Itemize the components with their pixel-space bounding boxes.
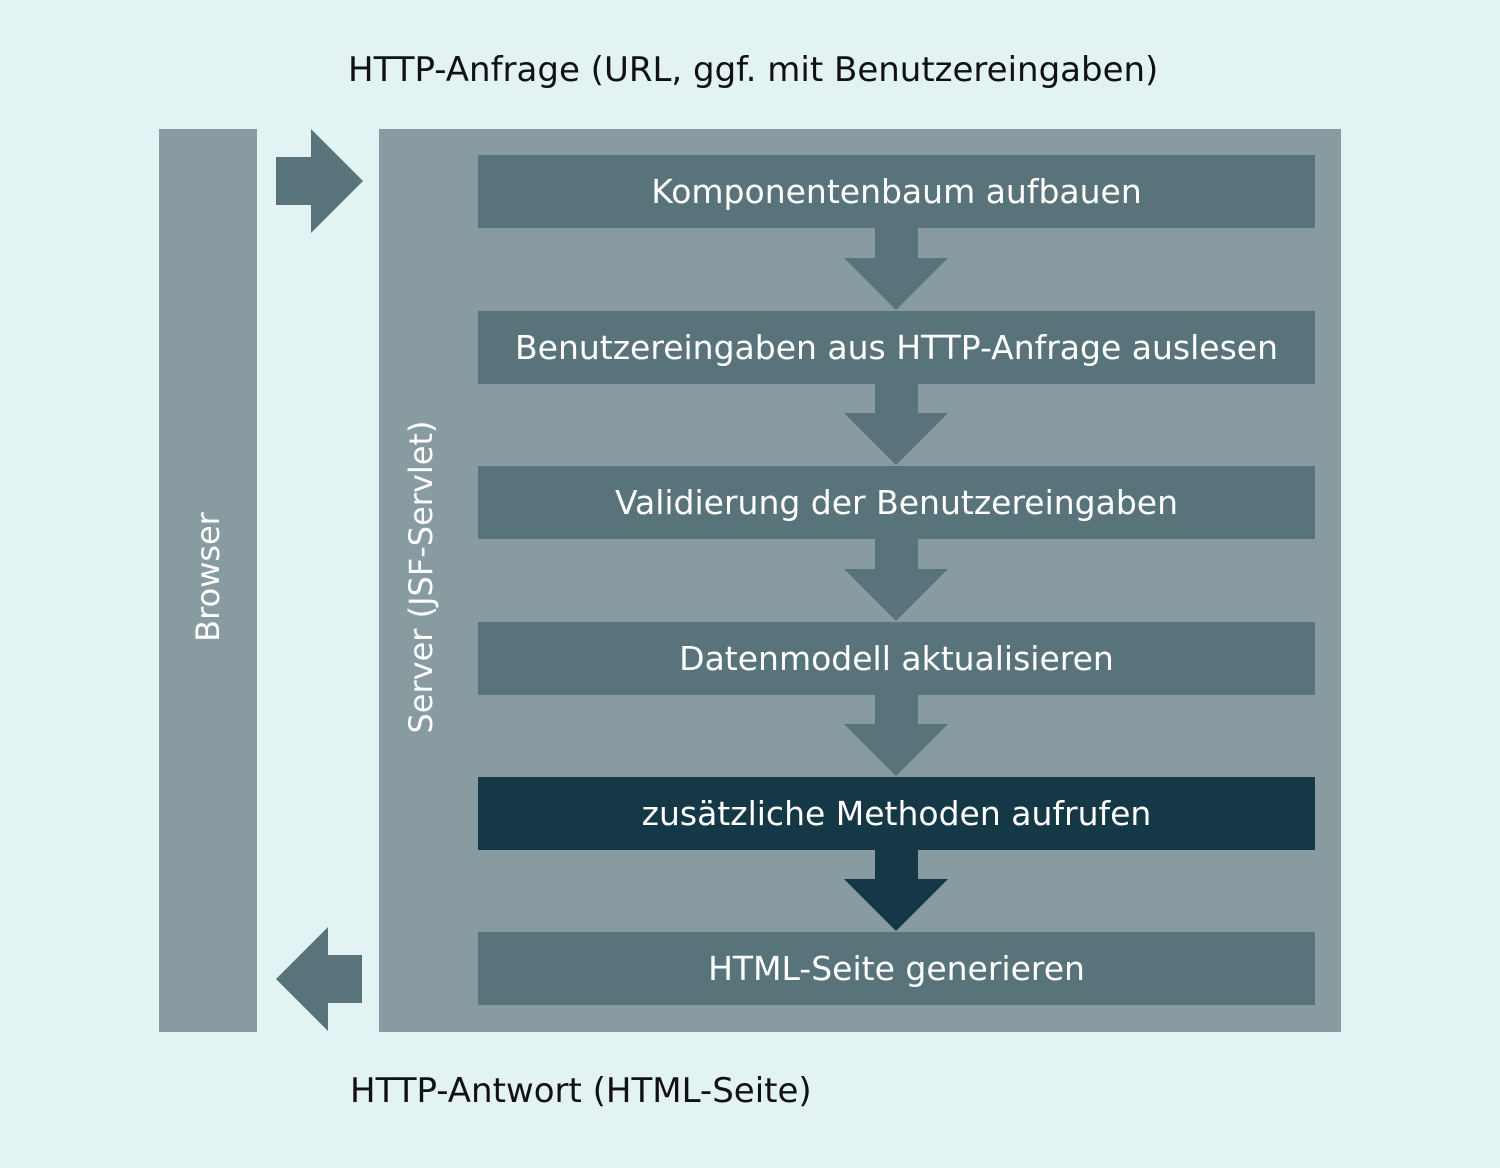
step-read-user-input: Benutzereingaben aus HTTP-Anfrage ausles…	[478, 311, 1315, 384]
flow-arrow-icon	[844, 228, 948, 310]
response-arrow-icon	[276, 927, 362, 1031]
step-render-html: HTML-Seite generieren	[478, 932, 1315, 1005]
server-panel: Server (JSF-Servlet) Komponentenbaum auf…	[379, 129, 1341, 1032]
http-request-label: HTTP-Anfrage (URL, ggf. mit Benutzereing…	[348, 50, 1159, 90]
flow-arrow-icon	[844, 694, 948, 776]
step-update-data-model: Datenmodell aktualisieren	[478, 622, 1315, 695]
step-invoke-methods: zusätzliche Methoden aufrufen	[478, 777, 1315, 850]
step-build-component-tree: Komponentenbaum aufbauen	[478, 155, 1315, 228]
flow-arrow-icon	[844, 383, 948, 465]
request-arrow-icon	[276, 129, 363, 233]
http-response-label: HTTP-Antwort (HTML-Seite)	[350, 1071, 812, 1111]
browser-panel: Browser	[159, 129, 257, 1032]
flow-arrow-icon	[844, 849, 948, 931]
flow-arrow-icon	[844, 539, 948, 621]
step-validate-input: Validierung der Benutzereingaben	[478, 466, 1315, 539]
